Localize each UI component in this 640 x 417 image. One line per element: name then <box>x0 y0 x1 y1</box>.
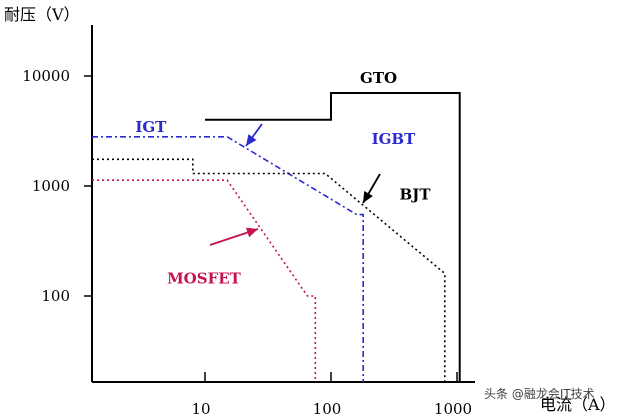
x-tick-label: 1000 <box>434 400 472 417</box>
arrow-head-igbt <box>246 134 257 146</box>
series-line-gto <box>205 92 461 382</box>
y-tick-label: 1000 <box>32 177 70 195</box>
series-line-mosfet <box>92 179 317 382</box>
series-line-igbt <box>226 136 365 382</box>
series-label-gto: GTO <box>360 69 397 87</box>
arrow-head-mosfet <box>245 227 258 238</box>
axes <box>91 25 475 383</box>
annotation-arrows <box>209 123 381 246</box>
x-tick-label: 100 <box>313 400 342 417</box>
x-tick-label: 10 <box>191 400 210 417</box>
series-labels: IGBT BJT MOSFET GTO IGT <box>135 69 431 287</box>
y-tick-label: 10000 <box>22 67 70 85</box>
series-label-igt: IGT <box>135 118 167 136</box>
watermark: 头条 @融龙会IT技术 <box>484 387 595 401</box>
ticks: 100 1000 10000 10 100 1000 <box>22 67 472 417</box>
y-tick-label: 100 <box>41 287 70 305</box>
y-axis-label: 耐压（V） <box>4 5 80 24</box>
series-label-igbt: IGBT <box>372 130 417 148</box>
arrow-head-bjt <box>363 190 373 203</box>
series-line-bjt <box>92 158 446 382</box>
series-lines <box>92 92 461 382</box>
series-label-bjt: BJT <box>400 186 432 204</box>
series-label-mosfet: MOSFET <box>167 269 242 287</box>
x-axis-label: 电流（A） <box>540 395 616 414</box>
